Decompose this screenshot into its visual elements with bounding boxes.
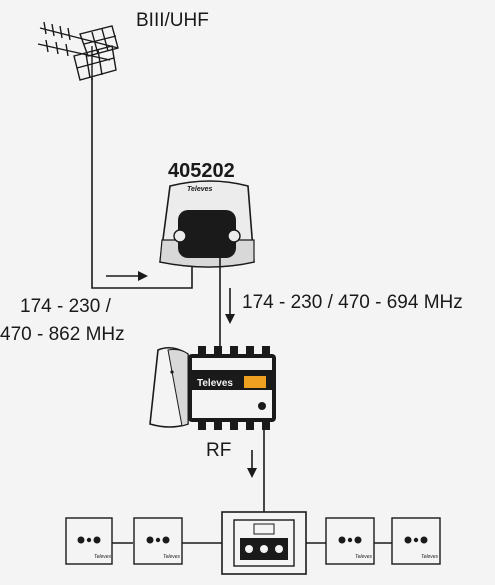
svg-text:Televes: Televes [355, 554, 373, 560]
tv-wall-outlet: Televes [391, 517, 441, 565]
filter-logo: Televes [187, 186, 213, 193]
svg-text:Televes: Televes [421, 554, 439, 560]
input-band-label-line2: 470 - 862 MHz [0, 324, 125, 345]
rf-label: RF [206, 440, 232, 461]
tv-wall-outlet: Televes [65, 517, 113, 565]
antenna-cable [91, 78, 193, 289]
splitter-device [221, 511, 307, 575]
svg-text:Televes: Televes [163, 554, 181, 560]
amplifier-accent [244, 376, 266, 388]
model-label: 405202 [168, 160, 235, 182]
lte-filter-device: Televes [159, 180, 255, 268]
yagi-antenna-icon [37, 21, 119, 81]
input-band-label-line1: 174 - 230 / [20, 296, 111, 317]
antenna-label: BIII/UHF [136, 10, 209, 31]
output-arrow [225, 288, 235, 324]
svg-text:Televes: Televes [94, 554, 112, 560]
output-band-label: 174 - 230 / 470 - 694 MHz [242, 292, 463, 313]
input-arrow [106, 271, 148, 281]
rf-arrow [247, 450, 257, 478]
tv-wall-outlet: Televes [133, 517, 183, 565]
multiband-amplifier-device: Televes [149, 346, 276, 430]
amplifier-logo: Televes [197, 378, 233, 389]
tv-wall-outlet: Televes [325, 517, 375, 565]
